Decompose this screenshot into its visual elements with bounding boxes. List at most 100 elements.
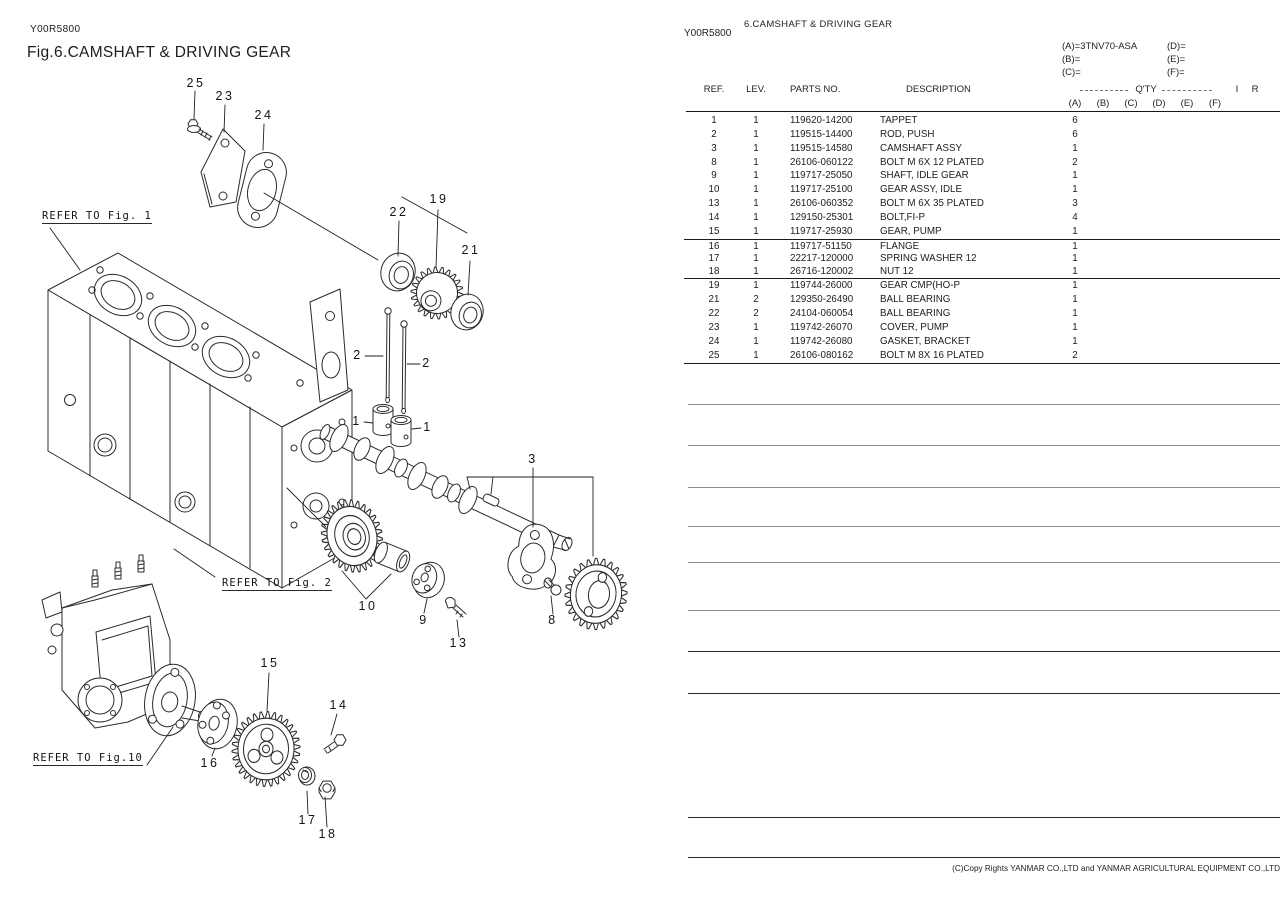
cell-qty-a: 1	[1072, 225, 1078, 237]
cell-ref: 10	[708, 184, 720, 196]
col-header-parts-no: PARTS NO.	[790, 84, 841, 95]
list-code: Y00R5800	[684, 28, 732, 39]
ruled-line	[688, 487, 1280, 488]
cell-parts-no: 26716-120002	[790, 266, 854, 278]
cell-lev: 1	[753, 321, 759, 333]
col-header-i: I	[1235, 84, 1239, 95]
cell-description: BOLT,FI-P	[880, 211, 925, 223]
callout-16: 16	[200, 756, 220, 770]
cell-ref: 8	[711, 156, 717, 168]
cell-ref: 18	[708, 266, 720, 278]
cell-qty-a: 1	[1072, 266, 1078, 278]
part-camshaft-key	[482, 493, 500, 507]
part-gasket-24	[237, 152, 287, 228]
cell-ref: 25	[708, 349, 720, 361]
cell-lev: 1	[753, 266, 759, 278]
cell-parts-no: 22217-120000	[790, 253, 854, 265]
cell-qty-a: 1	[1072, 335, 1078, 347]
callout-9: 9	[419, 613, 429, 627]
part-bolt-13	[445, 597, 467, 618]
cell-description: GASKET, BRACKET	[880, 335, 971, 347]
cell-ref: 17	[708, 253, 720, 265]
part-flange-16	[197, 698, 238, 750]
ruled-line	[688, 526, 1280, 527]
part-bushing-10	[373, 541, 411, 573]
cell-qty-a: 1	[1072, 170, 1078, 182]
part-camshaft	[319, 423, 573, 552]
part-bearing-21	[450, 293, 484, 331]
qty-col-E: (E)	[1180, 98, 1194, 109]
cell-qty-a: 1	[1072, 308, 1078, 320]
callout-14: 14	[329, 698, 349, 712]
figure-title: Fig.6.CAMSHAFT & DRIVING GEAR	[27, 44, 292, 61]
cell-description: TAPPET	[880, 115, 918, 126]
part-gear-19	[410, 266, 464, 320]
cell-parts-no: 119717-51150	[790, 240, 852, 252]
ruled-line	[688, 562, 1280, 563]
cell-description: GEAR ASSY, IDLE	[880, 184, 963, 196]
cell-description: NUT 12	[880, 266, 914, 278]
part-push-rods	[384, 307, 408, 415]
variant-D: (D)=	[1167, 41, 1186, 52]
cell-description: BALL BEARING	[880, 308, 951, 320]
cell-description: BOLT M 6X 12 PLATED	[880, 156, 984, 168]
ruled-line	[688, 610, 1280, 611]
cell-parts-no: 119515-14580	[790, 142, 853, 154]
cell-ref: 9	[711, 170, 717, 182]
col-header-description: DESCRIPTION	[906, 84, 971, 95]
part-nut-18	[318, 780, 336, 800]
qty-col-C: (C)	[1124, 98, 1138, 109]
cell-ref: 14	[708, 211, 720, 223]
col-header-r: R	[1251, 84, 1259, 95]
cell-lev: 1	[753, 253, 759, 265]
parts-list-panel: Y00R5800 6.CAMSHAFT & DRIVING GEAR (A)=3…	[684, 0, 1286, 909]
callout-25: 25	[186, 76, 206, 90]
qty-col-A: (A)	[1068, 98, 1082, 109]
cell-description: GEAR, PUMP	[880, 225, 942, 237]
callout-24: 24	[254, 108, 274, 122]
col-header-ref: REF.	[703, 84, 725, 95]
cell-parts-no: 119742-26070	[790, 321, 853, 333]
callout-3: 3	[528, 452, 538, 466]
cell-parts-no: 119744-26000	[790, 280, 853, 292]
cell-lev: 1	[753, 225, 759, 237]
refer-label-fig10: REFER TO Fig.10	[33, 752, 143, 766]
cell-lev: 1	[753, 349, 759, 361]
part-idle-gear	[320, 499, 384, 573]
drawing-code: Y00R5800	[30, 24, 81, 35]
cell-ref: 16	[708, 240, 720, 252]
cell-lev: 1	[753, 170, 759, 182]
ruled-line	[688, 693, 1280, 694]
cell-qty-a: 2	[1072, 156, 1078, 168]
leader-lines	[49, 90, 594, 828]
cell-parts-no: 119717-25930	[790, 225, 853, 237]
cell-qty-a: 1	[1072, 240, 1078, 252]
cell-parts-no: 119742-26080	[790, 335, 853, 347]
callout-17: 17	[298, 813, 318, 827]
cell-parts-no: 129150-25301	[790, 211, 854, 223]
cell-parts-no: 119717-25100	[790, 184, 853, 196]
ruled-line	[688, 857, 1280, 858]
cell-description: BOLT M 8X 16 PLATED	[880, 349, 984, 361]
qty-col-B: (B)	[1096, 98, 1110, 109]
col-header-lev: LEV.	[746, 84, 766, 95]
cell-ref: 24	[708, 335, 720, 347]
part-bolt-14	[323, 734, 347, 754]
table-header-rule	[686, 111, 1280, 112]
cell-qty-a: 2	[1072, 349, 1078, 361]
variant-E: (E)=	[1167, 54, 1186, 65]
cell-ref: 2	[711, 128, 717, 140]
ruled-line	[688, 404, 1280, 405]
copyright-footer: (C)Copy Rights YANMAR CO.,LTD and YANMAR…	[952, 864, 1280, 873]
part-fuel-pump	[41, 554, 204, 737]
part-hub-9	[411, 561, 445, 599]
